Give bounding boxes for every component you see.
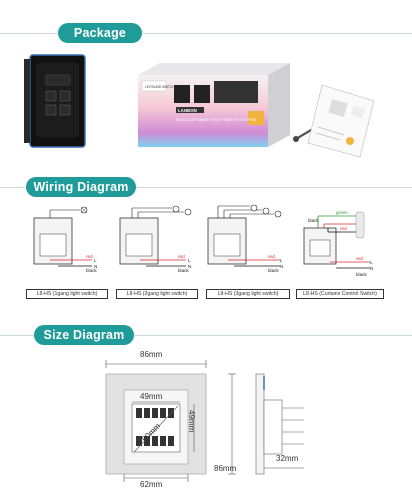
- size-drawings: [105, 360, 304, 482]
- wiring-drawings: [33, 204, 370, 269]
- wiring-divider: [0, 187, 412, 188]
- wiring-caption-3: L8-HS (3gang light switch): [206, 289, 290, 299]
- front-view: [105, 360, 207, 482]
- wire-label-L-2: L: [188, 258, 191, 263]
- size-divider: [0, 335, 412, 336]
- wire-label-red-1: red: [86, 254, 93, 259]
- wire-label-L-4: L: [370, 260, 373, 265]
- wire-label-green-4: green: [336, 210, 348, 215]
- dim-width-outer: 86mm: [140, 350, 163, 359]
- wire-label-red-2: red: [178, 254, 185, 259]
- box-side-text: L8 ROUND SWITCH: [145, 85, 175, 89]
- wire-label-N-1: N: [94, 264, 98, 269]
- switch-panel: [24, 54, 86, 148]
- wire-label-black-3: black: [268, 268, 279, 273]
- box-brand: LANBON: [178, 108, 197, 113]
- box-front-text: MODULAR SMART WI-FI SWITCH SYSTEM: [176, 117, 256, 122]
- size-heading: Size Diagram: [34, 325, 134, 345]
- dim-side-height: 86mm: [214, 464, 237, 473]
- wire-label-black-4a: black: [308, 218, 319, 223]
- wire-label-N-3: N: [280, 264, 284, 269]
- wire-label-red-3: red: [268, 254, 275, 259]
- wire-label-black-4b: black: [356, 272, 367, 277]
- wiring-diagram-4: [303, 211, 370, 269]
- wire-label-L-3: L: [280, 258, 283, 263]
- dim-inner-height: 49mm: [187, 410, 196, 433]
- wiring-diagram-1: [33, 206, 92, 267]
- product-box: MODULAR SMART WI-FI SWITCH SYSTEM L8 ROU…: [138, 63, 290, 147]
- wire-label-N-2: N: [188, 264, 192, 269]
- package-divider: [0, 33, 412, 34]
- wiring-diagram-3: [207, 204, 282, 267]
- dim-depth: 32mm: [276, 454, 299, 463]
- wire-label-red-4b: red: [356, 256, 363, 261]
- wiring-heading: Wiring Diagram: [26, 177, 136, 197]
- wire-label-red-4a: red: [340, 226, 347, 231]
- wire-label-black-2: black: [178, 268, 189, 273]
- wire-label-N-4: N: [370, 266, 374, 271]
- wiring-caption-4: L8-HS (Curtains Control Switch): [296, 289, 384, 299]
- dim-inner-width: 49mm: [140, 392, 163, 401]
- dim-bottom-width: 62mm: [140, 480, 163, 489]
- package-heading: Package: [58, 23, 142, 43]
- side-view: [228, 373, 304, 475]
- package-illustration: MODULAR SMART WI-FI SWITCH SYSTEM L8 ROU…: [24, 54, 375, 158]
- wiring-caption-1: L8-HS (1gang light switch): [26, 289, 108, 299]
- manual-booklet: [307, 84, 375, 158]
- wire-label-black-1: black: [86, 268, 97, 273]
- wiring-caption-2: L8-HS (2gang light switch): [116, 289, 198, 299]
- wiring-diagram-2: [119, 205, 192, 267]
- wire-label-L-1: L: [94, 258, 97, 263]
